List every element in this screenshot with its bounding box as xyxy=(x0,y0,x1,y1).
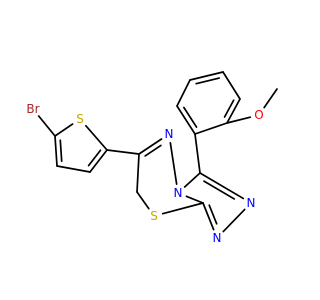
bond-line xyxy=(199,172,245,200)
bond-C4-S1 xyxy=(85,124,108,151)
bond-inner-line xyxy=(203,180,236,200)
bond-inner-line xyxy=(183,106,198,128)
bond-inner-line xyxy=(208,204,218,225)
atom-S2: S xyxy=(150,209,158,223)
atom-label: Br xyxy=(26,102,39,116)
bond-line xyxy=(54,123,74,137)
bond-line xyxy=(176,105,196,135)
bond-line xyxy=(37,115,56,137)
atom-label: N xyxy=(165,127,174,141)
atom-label: O xyxy=(254,108,263,122)
bond-inner-line xyxy=(223,99,235,118)
atom-N2: N xyxy=(247,196,256,210)
bond-P4-P5 xyxy=(222,71,241,100)
bond-line xyxy=(136,191,150,210)
bond-inner-line xyxy=(87,149,102,167)
bond-line xyxy=(89,149,108,173)
bond-O-Me xyxy=(263,88,278,109)
bond-N5-N4 xyxy=(169,142,178,185)
bond-line xyxy=(106,149,140,155)
bond-line xyxy=(169,142,178,185)
bond-C6-N5 xyxy=(138,138,163,157)
bond-C7-S2 xyxy=(136,191,150,210)
atom-label: S xyxy=(76,112,84,126)
bond-P6-P1 xyxy=(194,122,228,135)
bond-line xyxy=(85,124,108,151)
atom-N4: N xyxy=(174,186,183,200)
bond-N1-C8a xyxy=(202,202,218,231)
bond-line xyxy=(185,195,204,204)
bond-C1-C2 xyxy=(54,135,63,167)
bond-line xyxy=(138,138,163,155)
bond-inner-line xyxy=(144,144,162,157)
bond-C1-S1 xyxy=(54,123,74,137)
bond-C2-C3 xyxy=(56,165,91,173)
bond-line xyxy=(194,122,228,135)
bond-inner-line xyxy=(59,139,63,163)
bond-Br-C1 xyxy=(37,115,56,137)
bond-S2-C8a xyxy=(161,202,204,215)
bond-C3t-P1 xyxy=(194,133,201,174)
bond-line xyxy=(226,116,252,124)
atom-label: N xyxy=(174,186,183,200)
bond-line xyxy=(136,153,140,193)
bond-line xyxy=(176,79,191,107)
bond-line xyxy=(226,98,241,124)
atom-S1: S xyxy=(76,112,84,126)
bond-line xyxy=(183,172,201,188)
bond-layer xyxy=(37,71,278,233)
atom-label: N xyxy=(247,196,256,210)
bond-line xyxy=(54,135,58,167)
bond-line xyxy=(202,202,215,231)
bond-C3-C4 xyxy=(87,149,108,173)
bond-P2-P3 xyxy=(176,79,191,107)
molecule-structure-diagram: BrS N N S N N O xyxy=(26,71,278,245)
bond-N2-N1 xyxy=(222,208,246,233)
atom-Br: Br xyxy=(26,102,39,116)
bond-inner-line xyxy=(195,77,221,85)
bond-C3t-N2 xyxy=(199,172,245,200)
atom-N5: N xyxy=(165,127,174,141)
bond-line xyxy=(194,133,201,174)
bond-line xyxy=(161,202,204,215)
bond-line xyxy=(222,71,241,100)
atom-N1: N xyxy=(213,231,222,245)
atom-label: N xyxy=(213,231,222,245)
bond-line xyxy=(56,165,91,173)
bond-line xyxy=(222,208,246,233)
bond-line xyxy=(189,71,224,81)
atom-label-layer: BrS N N S N N O xyxy=(26,102,263,245)
bond-P6-O xyxy=(226,116,252,124)
bond-P1-P2 xyxy=(176,105,198,135)
atom-O: O xyxy=(254,108,263,122)
bond-P5-P6 xyxy=(223,98,241,124)
bond-line xyxy=(263,88,278,109)
bond-C8a-N4 xyxy=(185,195,204,204)
bond-C4-C6 xyxy=(106,149,140,155)
atom-label: S xyxy=(150,209,158,223)
bond-N4-C3t xyxy=(183,172,201,188)
bond-C6-C7 xyxy=(136,153,140,193)
bond-P3-P4 xyxy=(189,71,224,85)
